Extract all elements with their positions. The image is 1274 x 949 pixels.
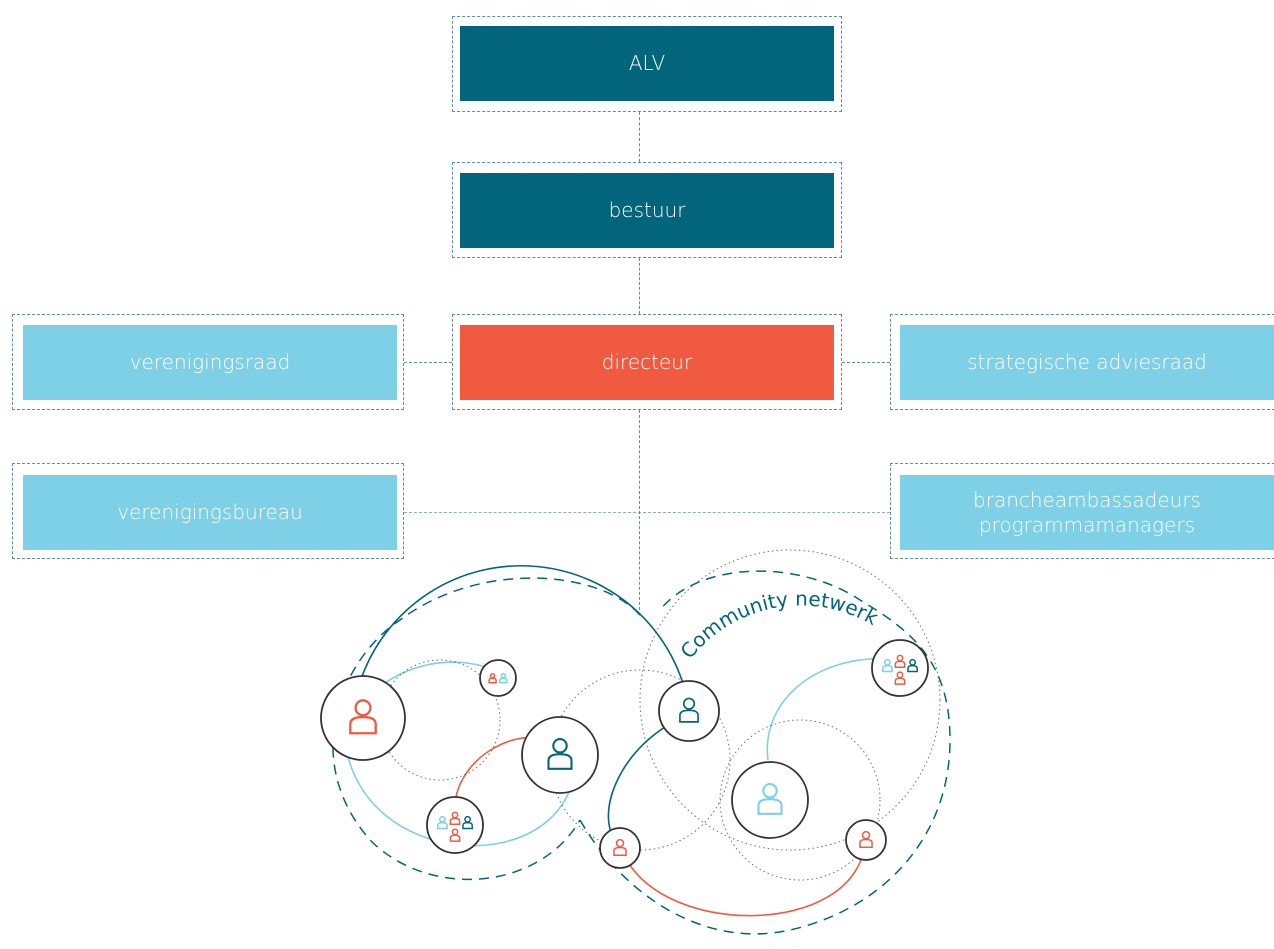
person-body [349,715,377,735]
directeur-frame [452,314,842,410]
alv-frame [452,16,842,112]
strategische-adviesraad-box: strategische adviesraad [900,325,1274,400]
directeur-box: directeur [460,325,834,400]
connector-bureau-ambassadeurs [404,512,890,513]
person-icon [521,716,599,794]
person-icon [658,680,720,742]
connector-directeur-adviesraad [842,362,890,363]
connector-alv-bestuur [639,112,640,162]
person-body [499,677,508,684]
person-body [449,817,461,826]
arc-light-3 [766,657,901,761]
person-body [462,821,473,830]
person-head [615,838,625,848]
dotted-circle-1 [379,659,501,781]
person-body [613,846,627,856]
brancheambassadeurs-label: brancheambassadeurs [973,487,1201,512]
group-icon [871,639,929,697]
alv-label: ALV [628,51,666,75]
person-head [552,738,568,754]
connector-raad-directeur [404,362,452,363]
person-icon [599,827,641,869]
person-icon [731,761,809,839]
verenigingsraad-label: verenigingsraad [129,350,291,374]
dotted-circle-3 [719,719,881,881]
community-netwerk-label: Community netwerk [675,586,882,663]
dotted-circle-2 [549,669,731,851]
verenigingsbureau-box: verenigingsbureau [23,475,397,550]
bestuur-frame [452,162,842,258]
brancheambassadeurs-frame [890,463,1274,559]
group-icon [426,796,484,854]
alv-box: ALV [460,26,834,101]
verenigingsbureau-label: verenigingsbureau [117,500,303,524]
strategische-adviesraad-label: strategische adviesraad [967,350,1207,374]
person-body [679,709,699,723]
person-body [894,677,906,685]
person-body [907,664,918,673]
person-body [437,821,448,830]
arc-dark-1 [359,564,691,716]
person-head [762,783,778,799]
person-body [488,677,497,684]
person-icon [845,819,887,861]
verenigingsraad-box: verenigingsraad [23,325,397,400]
person-body [547,753,573,770]
person-body [859,838,873,848]
person-body [449,834,461,842]
node-ring [479,659,517,697]
person-body [894,660,906,669]
person-body [882,664,893,673]
person-body [757,798,783,815]
verenigingsraad-frame [12,314,404,410]
person-head [682,697,696,710]
person-head [861,830,871,840]
directeur-label: directeur [601,350,693,374]
bestuur-label: bestuur [608,198,686,222]
person-head [354,699,372,717]
strategische-adviesraad-frame [890,314,1274,410]
group-icon [479,659,517,697]
bestuur-box: bestuur [460,173,834,248]
connector-bestuur-directeur [639,258,640,314]
person-icon [320,675,406,761]
arc-coral-2 [619,839,866,917]
verenigingsbureau-frame [12,463,404,559]
programmamanagers-label: programmamanagers [978,512,1196,537]
brancheambassadeurs-box: brancheambassadeurs programmamanagers [900,475,1274,550]
dotted-circle-4 [639,549,941,851]
connector-directeur-network [639,410,640,610]
